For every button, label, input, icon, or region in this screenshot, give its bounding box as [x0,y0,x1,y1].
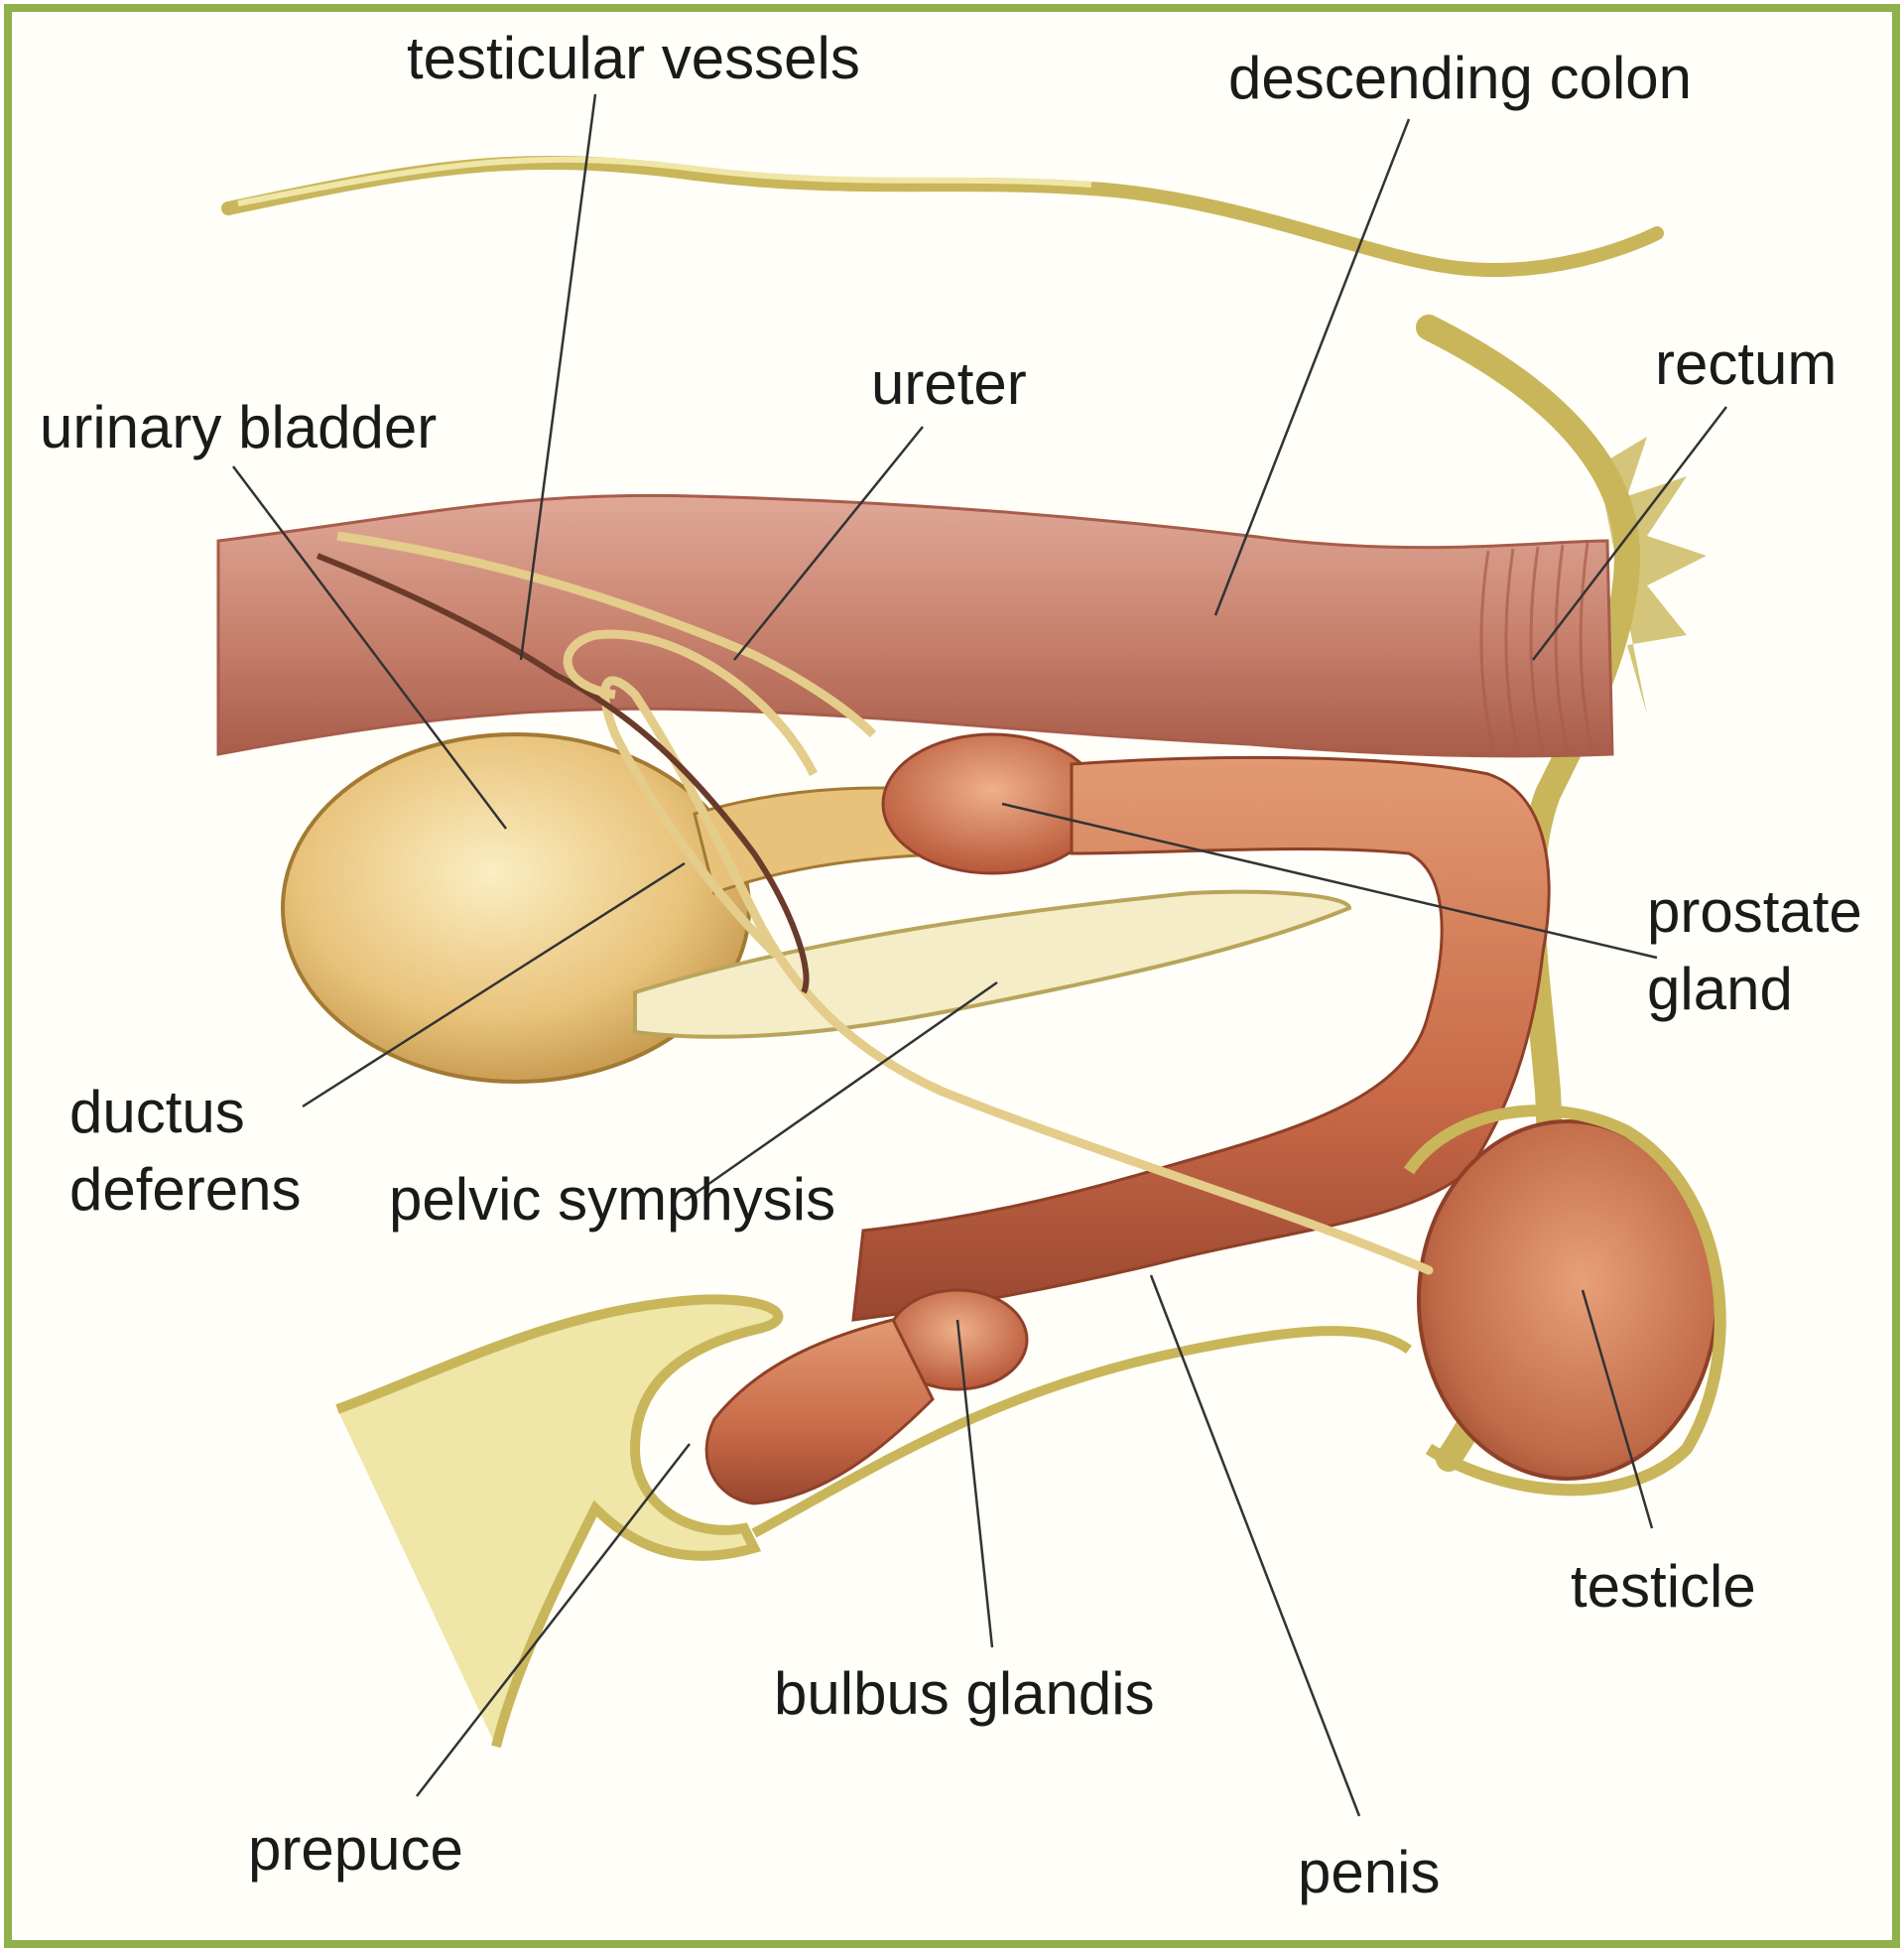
label-penis: penis [1298,1834,1440,1911]
prostate-gland-shape [883,734,1101,873]
label-prepuce: prepuce [248,1811,463,1888]
label-descending-colon: descending colon [1228,40,1692,117]
label-pelvic-symphysis: pelvic symphysis [389,1161,835,1238]
label-prostate-gland: prostate gland [1647,873,1862,1028]
label-urinary-bladder: urinary bladder [40,389,437,466]
label-testicle: testicle [1571,1548,1756,1626]
label-ductus-deferens: ductus deferens [69,1074,302,1229]
label-bulbus-glandis: bulbus glandis [774,1655,1155,1733]
label-rectum: rectum [1655,325,1837,403]
label-testicular-vessels: testicular vessels [407,20,860,97]
label-ureter: ureter [871,345,1027,423]
